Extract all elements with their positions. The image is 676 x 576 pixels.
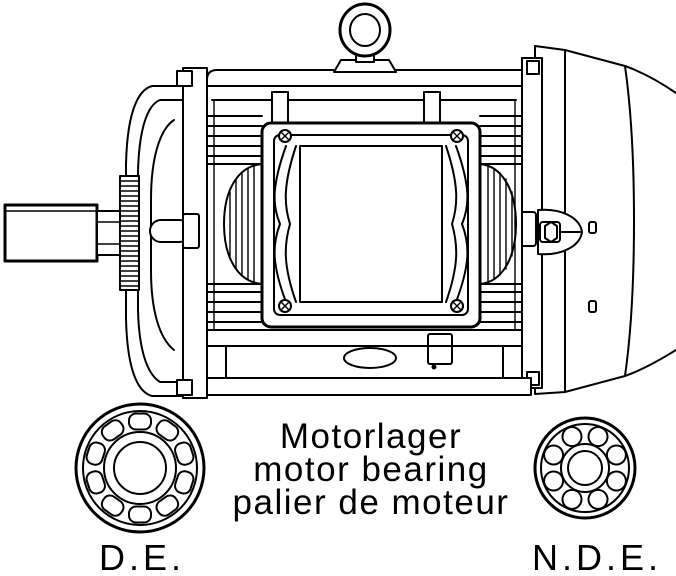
de-roller-set xyxy=(85,412,195,524)
de-end-shield xyxy=(119,67,208,399)
stator-ribs-left xyxy=(223,163,263,285)
bearing-roller xyxy=(128,412,152,431)
terminal-box-part xyxy=(445,145,458,303)
bearing-cap-ribs xyxy=(119,175,140,291)
lifting-eye-bolt xyxy=(333,2,397,73)
terminal-box-part xyxy=(455,145,469,303)
label-non-drive-end: N.D.E. xyxy=(532,537,662,576)
fan-cover-part xyxy=(535,46,676,394)
foot-base xyxy=(197,377,532,396)
terminal-lug-left xyxy=(271,91,289,127)
lifting-eye-bolt-part xyxy=(333,59,397,73)
bearing-roller xyxy=(85,441,106,466)
grease-nipple xyxy=(537,208,583,256)
de-outer-race xyxy=(82,410,198,526)
terminal-box-screw-top-right xyxy=(450,129,464,143)
bearing-roller xyxy=(174,441,195,466)
bearing-roller xyxy=(85,470,106,495)
label-palier-de-moteur: palier de moteur xyxy=(233,483,510,522)
ground-terminal xyxy=(427,333,453,365)
stator-ribs-left-part xyxy=(223,163,263,285)
motor-shaft-part xyxy=(3,203,99,263)
bearing-roller xyxy=(100,494,125,517)
nde-bore xyxy=(567,450,603,486)
de-bolt-top xyxy=(176,70,193,87)
drive-end-bearing xyxy=(74,402,206,534)
grease-nipple-part xyxy=(544,221,558,243)
terminal-box-screw-top-right-part xyxy=(452,131,462,141)
stator-ribs-right-part xyxy=(479,163,517,285)
bearing-cap-ribs-part xyxy=(119,175,140,291)
terminal-box xyxy=(260,121,482,329)
terminal-box-screw-bottom-right xyxy=(450,299,464,313)
bearing-roller xyxy=(174,470,195,495)
terminal-box-part xyxy=(284,145,297,303)
de-end-shield-part xyxy=(137,99,189,383)
bearing-roller xyxy=(155,494,180,517)
foot-slot xyxy=(343,347,397,369)
nde-bolt-top xyxy=(526,60,540,75)
stator-ribs-right xyxy=(479,163,517,285)
fan-cover-part xyxy=(624,65,635,377)
ground-terminal-dot xyxy=(431,364,437,370)
lifting-eye-bolt-part xyxy=(349,13,381,47)
terminal-box-screw-bottom-left-part xyxy=(280,301,290,311)
nde-outer-race xyxy=(540,423,630,513)
terminal-box-screw-top-left xyxy=(278,129,292,143)
terminal-lug-right xyxy=(423,91,441,127)
label-motor-bearing: motor bearing xyxy=(253,450,488,489)
terminal-box-screw-bottom-left xyxy=(278,299,292,313)
motor-shaft-part xyxy=(96,210,124,256)
terminal-box-screw-bottom-right-part xyxy=(452,301,462,311)
de-cap-bolt-head xyxy=(182,213,200,249)
motor-shaft xyxy=(3,203,124,263)
cooling-fins-upper xyxy=(206,115,523,165)
motor-feet xyxy=(197,329,532,396)
bearing-roller xyxy=(155,419,180,442)
label-motorlager: Motorlager xyxy=(280,417,462,456)
cooling-fins-lower xyxy=(206,283,523,323)
terminal-box-part xyxy=(273,145,287,303)
terminal-box-lid xyxy=(299,145,443,303)
de-bolt-bottom xyxy=(176,379,193,396)
non-drive-end-bearing xyxy=(533,416,637,520)
fan-cover-hole-lower xyxy=(588,300,597,313)
terminal-box-screw-top-left-part xyxy=(280,131,290,141)
bearing-roller xyxy=(100,419,125,442)
fan-cover-hole-upper xyxy=(588,221,597,234)
de-bore xyxy=(113,441,167,495)
label-drive-end: D.E. xyxy=(99,537,185,576)
bearing-roller xyxy=(128,505,152,524)
